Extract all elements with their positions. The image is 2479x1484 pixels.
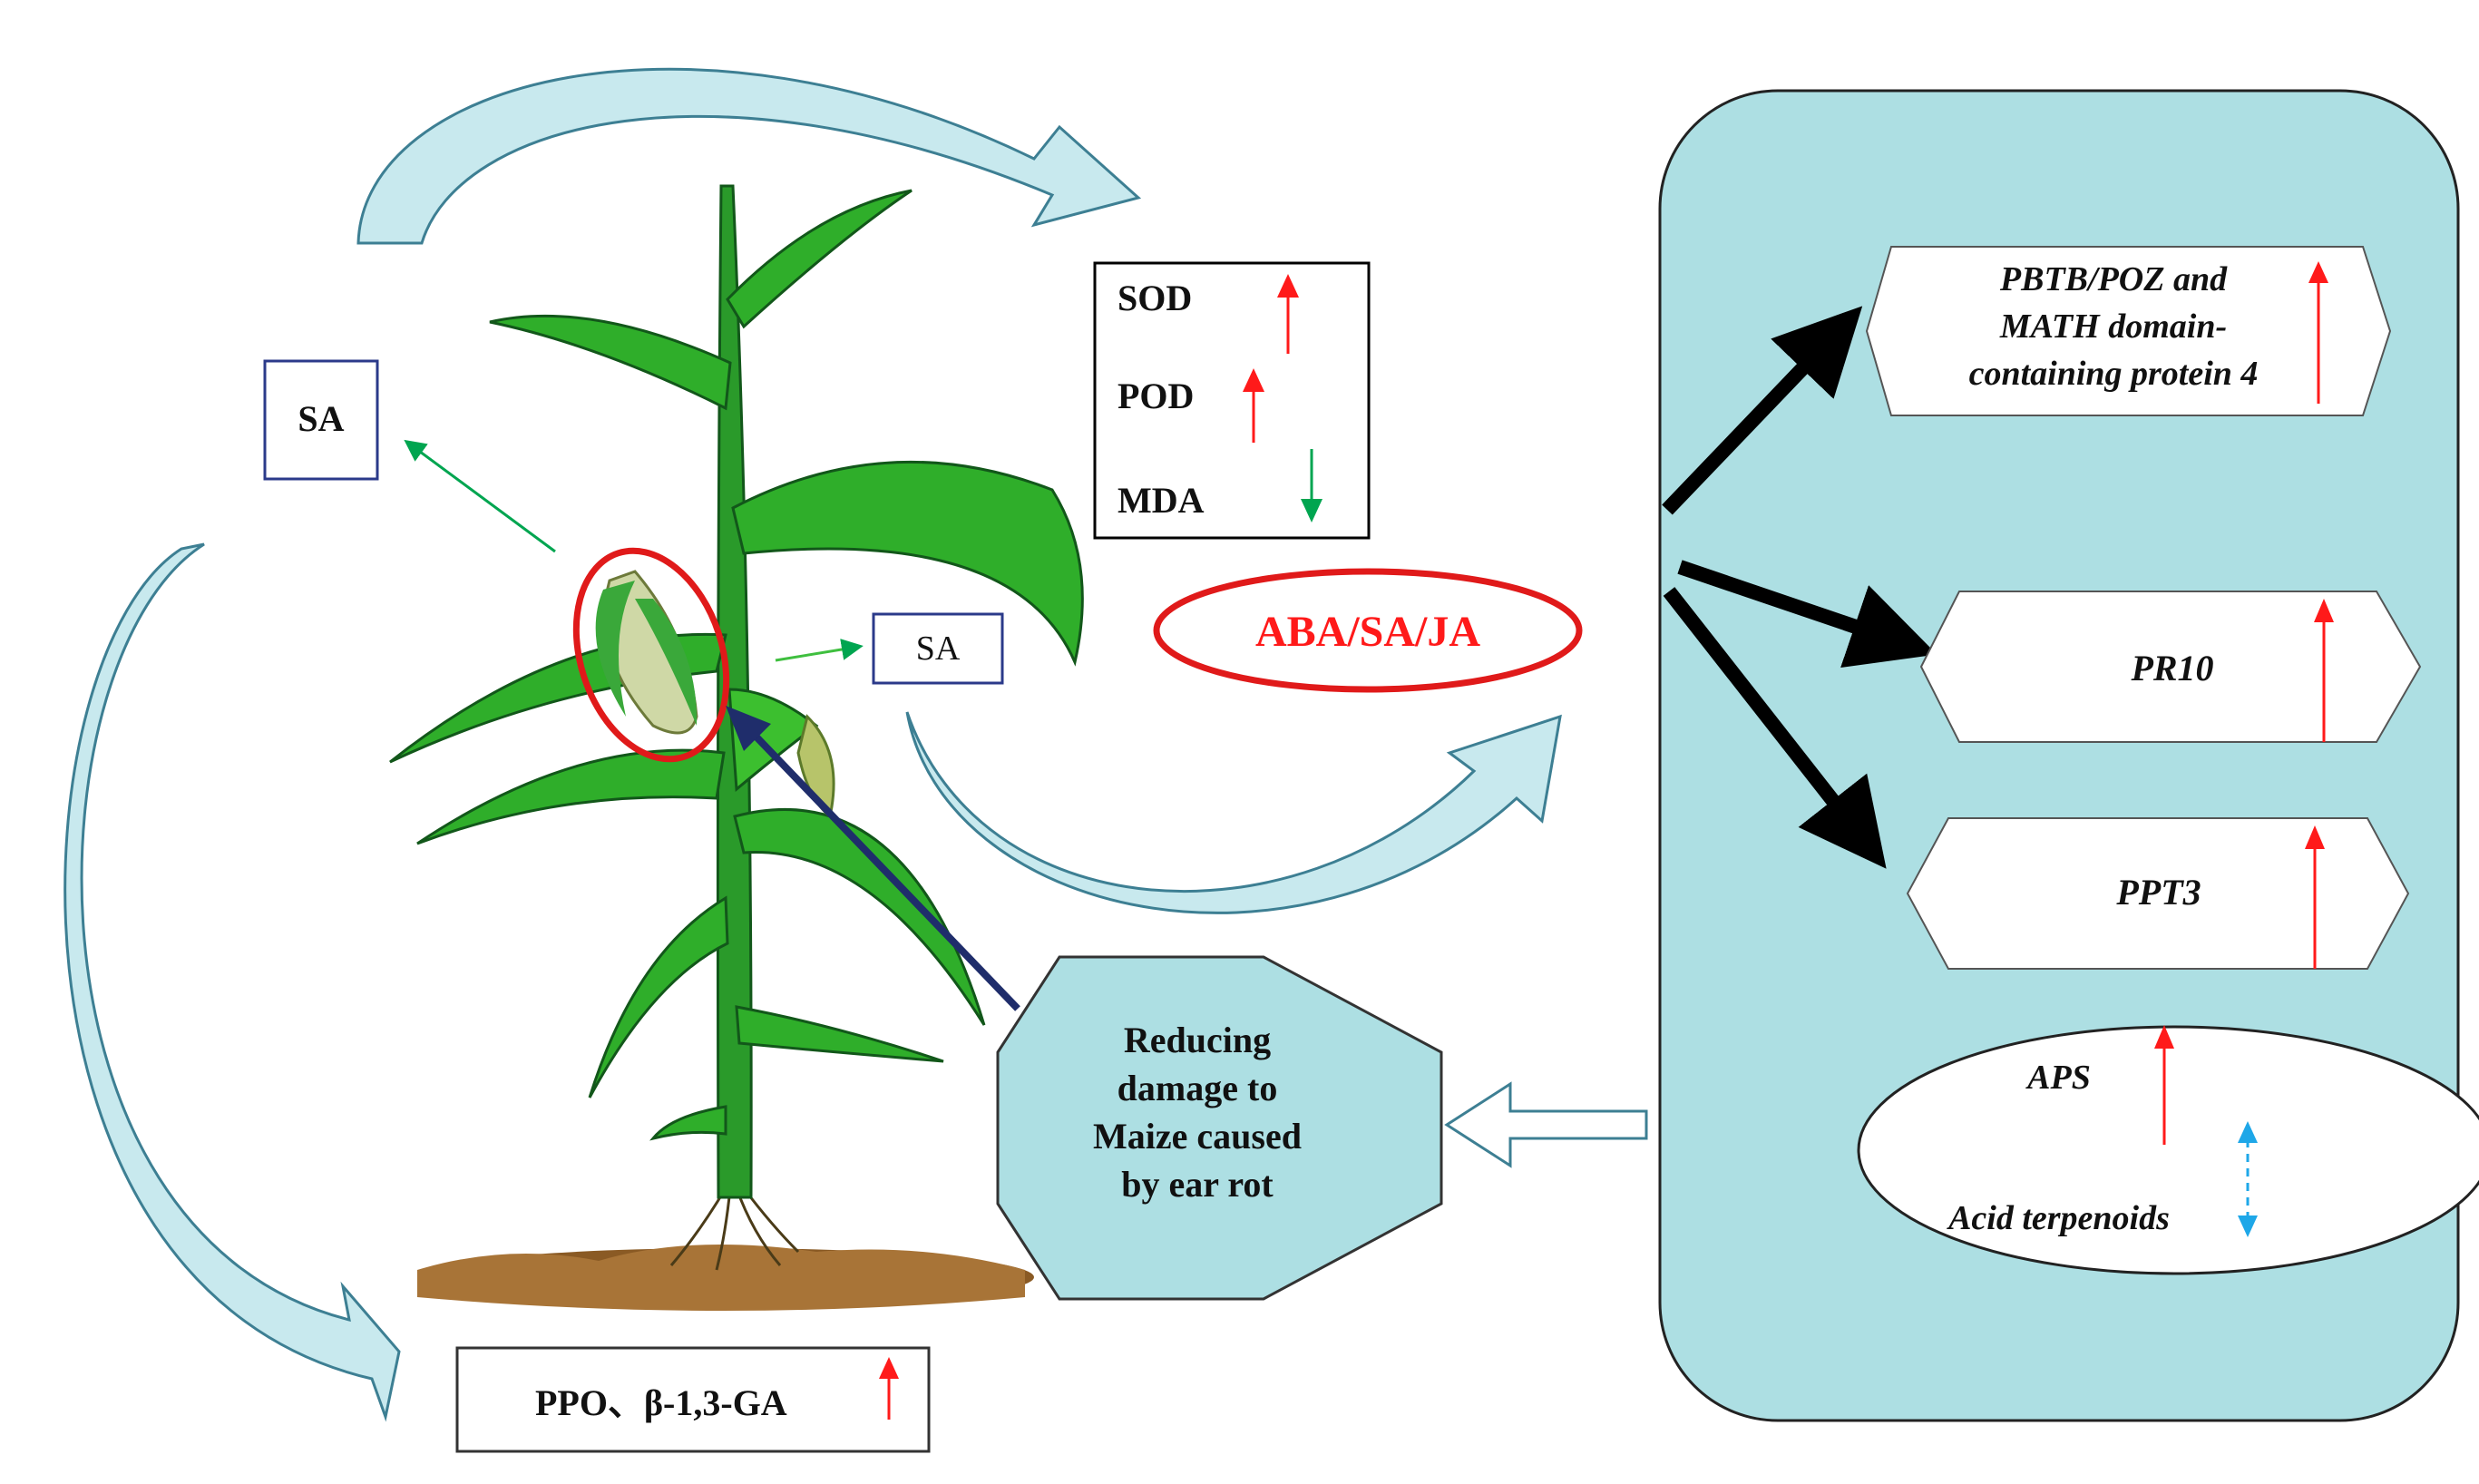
pod-up-arrow-icon [1243, 368, 1264, 443]
reducing-damage-octagon [996, 955, 1443, 1301]
curved-arrow-top [356, 67, 1142, 245]
sod-label: SOD [1118, 278, 1192, 318]
curved-arrow-left [63, 542, 401, 1422]
pbtb-line-3: containing protein 4 [1969, 355, 2259, 393]
sa-box-mid [872, 612, 1004, 685]
maize-ear [595, 570, 698, 735]
pbtb-hexagon [1865, 246, 2392, 416]
reducing-line-1: Reducing [1124, 1020, 1271, 1060]
black-arrow-to-pr10 [1677, 560, 1937, 668]
hormones-label: ABA/SA/JA [1255, 608, 1480, 656]
aps-up-arrow-icon [2154, 1025, 2174, 1145]
pr10-up-arrow-icon [2314, 599, 2334, 742]
pbtb-line-2: MATH domain- [1999, 308, 2227, 346]
pbtb-line-1: PBTB/POZ and [1999, 260, 2228, 298]
sod-up-arrow-icon [1277, 274, 1299, 354]
mda-down-arrow-icon [1301, 449, 1322, 522]
black-arrow-to-pbtb [1662, 306, 1863, 515]
ear-highlight-ellipse [572, 547, 730, 763]
curved-arrow-center [905, 711, 1562, 914]
black-arrow-to-ppt3 [1663, 587, 1887, 869]
green-arrow-to-sa-left [404, 439, 556, 553]
hormones-ellipse [1153, 568, 1583, 693]
green-arrow-to-sa-mid [775, 639, 864, 662]
reducing-line-3: Maize caused [1093, 1116, 1302, 1157]
ppt3-hexagon [1906, 817, 2410, 970]
sa-left-label: SA [298, 398, 344, 439]
navy-arrowhead [726, 706, 771, 751]
navy-arrow-to-ear [743, 723, 1020, 1011]
mda-label: MDA [1118, 480, 1205, 521]
ppo-label: PPO、β-1,3-GA [535, 1382, 787, 1423]
dashed-bidirectional-arrow-icon [2238, 1121, 2258, 1237]
pod-label: POD [1118, 376, 1194, 416]
sa-mid-label: SA [916, 630, 961, 668]
maize-plant-illustration [389, 184, 1084, 1311]
ppt3-label: PPT3 [2115, 872, 2201, 913]
reducing-line-4: by ear rot [1121, 1164, 1274, 1205]
sa-box-left [263, 359, 379, 481]
aps-ellipse [1857, 1025, 2479, 1275]
hollow-arrow-to-reducing [1444, 1081, 1648, 1168]
pr10-hexagon [1919, 591, 2422, 743]
ppt3-up-arrow-icon [2305, 825, 2325, 969]
reducing-line-2: damage to [1118, 1068, 1278, 1108]
enzyme-box [1093, 261, 1371, 540]
pr10-label: PR10 [2130, 648, 2213, 688]
aps-label: APS [2025, 1059, 2091, 1097]
pbtb-up-arrow-icon [2308, 261, 2328, 404]
ppo-up-arrow-icon [879, 1357, 899, 1420]
acid-terpenoids-label: Acid terpenoids [1947, 1199, 2170, 1237]
ppo-box [455, 1346, 931, 1453]
